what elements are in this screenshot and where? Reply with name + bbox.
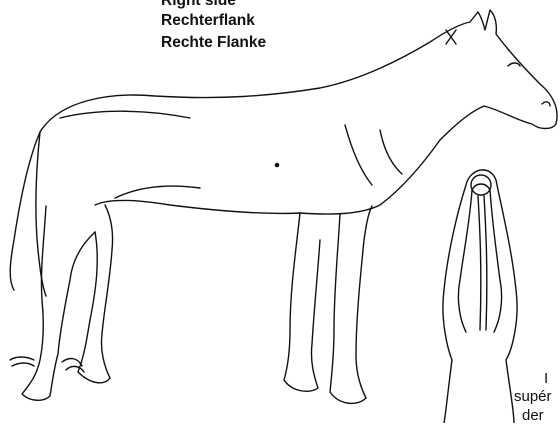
label-german: Rechte Flanke bbox=[161, 34, 266, 52]
cutoff-text-french: supér bbox=[514, 388, 552, 405]
cutoff-text-german: der bbox=[522, 407, 544, 424]
horse-cross-mark bbox=[446, 30, 456, 44]
label-dutch: Rechterflank bbox=[161, 12, 255, 30]
horse-back-inner-line bbox=[60, 111, 190, 118]
horse-eye bbox=[508, 63, 520, 66]
label-english: Right side bbox=[161, 0, 236, 10]
horse-hind-leg-far bbox=[78, 205, 113, 383]
horse-nostril bbox=[542, 102, 550, 106]
leg-front-view-inner bbox=[458, 184, 501, 332]
horse-flank-dot bbox=[275, 163, 278, 166]
cutoff-text-letter: I bbox=[544, 370, 548, 387]
leg-front-view-top bbox=[471, 175, 491, 195]
horse-tail bbox=[10, 132, 46, 296]
horse-fore-leg-near bbox=[284, 213, 320, 391]
horse-hock-marks bbox=[10, 357, 84, 372]
horse-shoulder-line bbox=[115, 125, 402, 198]
horse-fore-leg-far bbox=[330, 206, 372, 403]
